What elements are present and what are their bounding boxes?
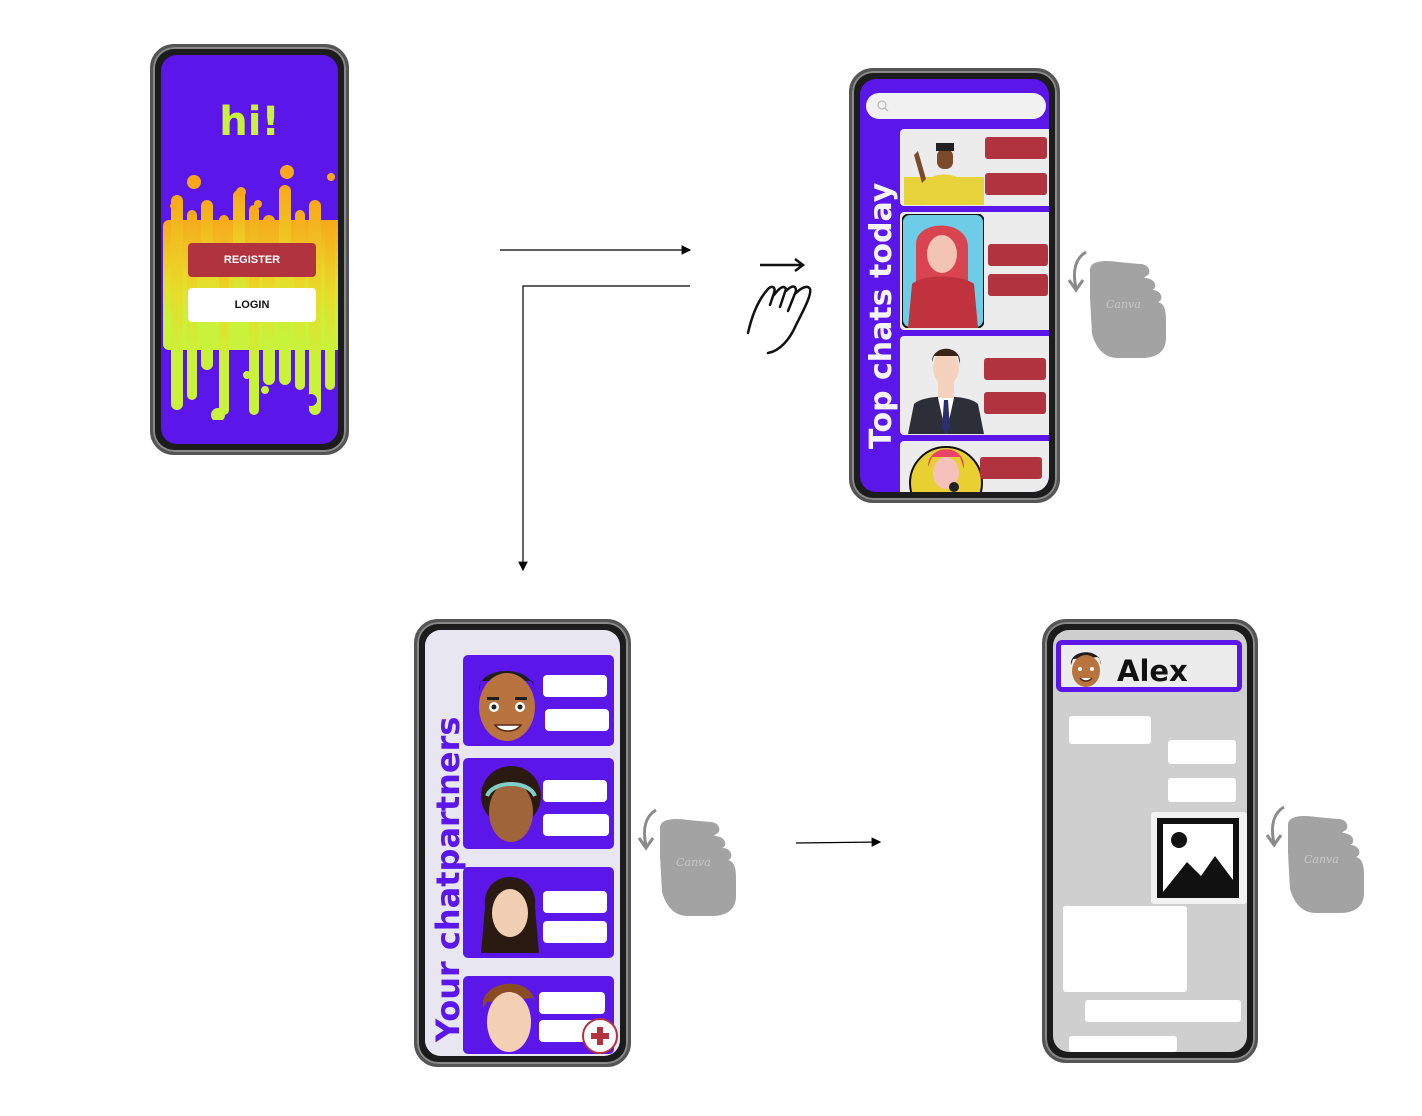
avatar	[481, 877, 539, 953]
avatar	[902, 214, 984, 328]
avatar	[478, 671, 535, 741]
avatar	[1070, 652, 1101, 687]
message-preview	[545, 709, 609, 731]
swipe-down-hand-icon: Canva	[1067, 250, 1166, 358]
register-button[interactable]: REGISTER	[188, 243, 316, 277]
partner-card[interactable]	[463, 976, 614, 1054]
avatar	[909, 446, 983, 492]
chat-card[interactable]	[900, 441, 1049, 492]
phone-login: hi! REGISTER LOGIN	[150, 44, 349, 455]
message-preview	[984, 358, 1046, 380]
message-preview	[543, 891, 607, 913]
add-chat-button[interactable]	[582, 1018, 618, 1054]
message-preview	[543, 814, 609, 836]
message-preview	[985, 137, 1047, 159]
phone-chat-partners: Your chatpartners	[414, 619, 631, 1067]
chat-partners-title: Your chatpartners	[429, 716, 467, 1042]
sent-message	[1168, 778, 1236, 802]
sent-image-message	[1151, 812, 1247, 904]
swipe-right-hand-icon	[746, 258, 812, 355]
avatar	[908, 348, 984, 434]
conversation-screen: Alex	[1053, 630, 1247, 1052]
top-chats-title: Top chats today	[864, 182, 899, 449]
partners-left-strip	[425, 630, 459, 1056]
watermark-text: Canva	[676, 856, 711, 869]
phone-top-chats: Top chats today	[849, 68, 1060, 503]
partner-card[interactable]	[463, 655, 614, 746]
arrow-login-to-partners	[518, 285, 690, 572]
message-preview	[985, 173, 1047, 195]
received-message	[1085, 1000, 1241, 1022]
top-chats-screen: Top chats today	[860, 79, 1049, 492]
swipe-down-hand-icon: Canva	[1265, 805, 1364, 913]
chat-partners-screen: Your chatpartners	[425, 630, 620, 1056]
chat-card[interactable]	[900, 129, 1049, 206]
phone-conversation: Alex	[1042, 619, 1258, 1063]
add-icon	[591, 1027, 609, 1045]
search-icon	[877, 100, 889, 112]
search-input[interactable]	[866, 93, 1046, 119]
message-preview	[543, 675, 607, 697]
avatar	[481, 766, 541, 842]
received-message	[1069, 716, 1151, 744]
app-logo-title: hi!	[219, 99, 280, 145]
partner-card[interactable]	[463, 867, 614, 958]
sent-message	[1168, 740, 1236, 764]
message-preview	[988, 244, 1048, 266]
message-preview	[539, 992, 605, 1014]
message-preview	[543, 921, 607, 943]
avatar	[904, 143, 984, 205]
watermark-text: Canva	[1304, 853, 1339, 866]
chat-header: Alex	[1056, 640, 1242, 692]
message-preview	[980, 457, 1042, 479]
chat-card[interactable]	[900, 212, 1049, 330]
swipe-down-hand-icon: Canva	[637, 808, 736, 916]
message-preview	[984, 392, 1046, 414]
avatar	[482, 983, 535, 1052]
login-button[interactable]: LOGIN	[188, 288, 316, 322]
chat-card[interactable]	[900, 336, 1049, 435]
watermark-text: Canva	[1106, 298, 1141, 311]
contact-name: Alex	[1117, 654, 1188, 688]
partner-card[interactable]	[463, 758, 614, 849]
message-preview	[988, 274, 1048, 296]
message-preview	[543, 780, 607, 802]
received-message	[1063, 906, 1187, 992]
login-screen: hi! REGISTER LOGIN	[161, 55, 338, 444]
image-placeholder-icon	[1157, 818, 1239, 898]
received-message	[1069, 1036, 1177, 1052]
arrow-partners-to-conversation	[795, 837, 882, 847]
